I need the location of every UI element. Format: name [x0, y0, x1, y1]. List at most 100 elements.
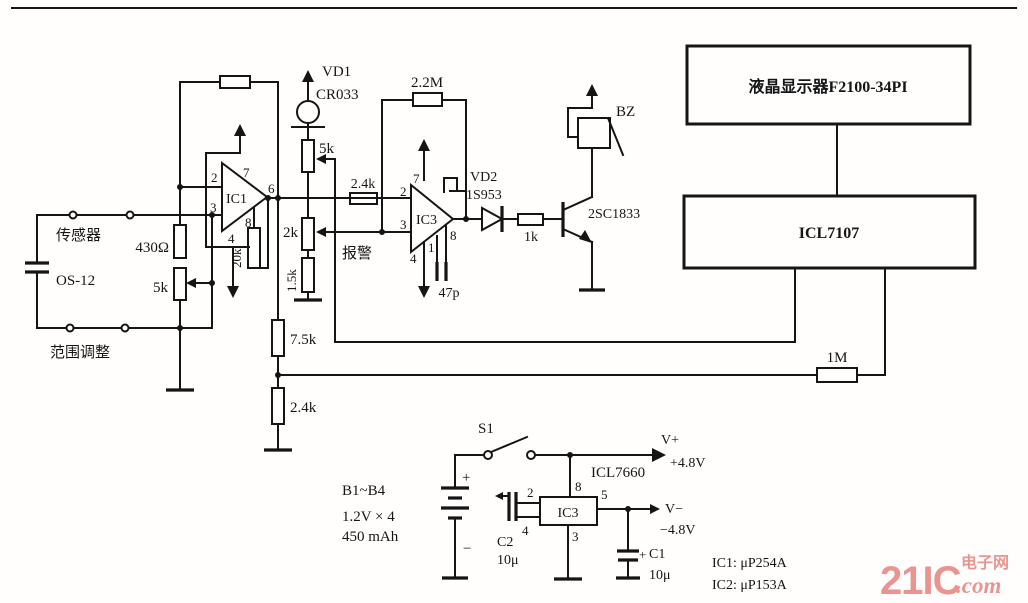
ic1-pin3: 3 [210, 200, 217, 215]
resistor-5k-set-label: 5k [319, 141, 335, 157]
resistor-1k5 [301, 257, 315, 293]
sensor-model-label: OS-12 [56, 273, 95, 289]
resistor-2k4-in-label: 2.4k [351, 177, 376, 192]
vminus-arrow-icon [418, 286, 430, 298]
charge-pump-label: ICL7660 [591, 465, 645, 481]
vminus-label: V− [665, 502, 683, 517]
diode-vd2 [481, 206, 505, 232]
resistor-1k5-label: 1.5k [284, 269, 299, 292]
ic1-feedback [177, 75, 279, 199]
resistor-20k-label: 20k [229, 248, 244, 268]
watermark-com-text: .com [956, 573, 1001, 598]
lcd-block [685, 44, 972, 126]
resistor-2k4-in [349, 192, 378, 205]
capacitor-47p-label: 47p [439, 286, 460, 301]
icl7660-pin3: 3 [572, 529, 579, 544]
watermark-dianziwang-text: 电子网 [961, 553, 1009, 572]
ic3-triangle [410, 182, 455, 255]
icl7660-ic-label: IC3 [558, 506, 579, 521]
diode-vd1 [296, 100, 320, 124]
battery-plus: + [462, 470, 470, 486]
ic1-pin4: 4 [228, 231, 235, 246]
buzzer-symbol [577, 117, 611, 149]
vd2-model-label: 1S953 [466, 188, 502, 203]
display-blocks: 液晶显示器F2100-34PI ICL7107 [682, 44, 977, 270]
battery-name-label: B1~B4 [342, 483, 386, 499]
vminus-arrow-icon [650, 504, 660, 514]
c1-label: C1 [649, 547, 665, 562]
output-divider: 7.5k 2.4k [264, 195, 317, 452]
vplus-label: V+ [661, 433, 679, 448]
icl7660-pin8: 8 [575, 479, 582, 494]
resistor-7k5-label: 7.5k [290, 332, 317, 348]
resistor-7k5 [271, 319, 285, 357]
alarm-label: 报警 [342, 245, 372, 262]
resistor-430 [173, 224, 187, 259]
resistor-2k-label: 2k [283, 225, 299, 241]
resistor-1k [517, 213, 544, 226]
potentiometer-2k [301, 217, 315, 251]
gain-network: 430Ω 5k [135, 81, 215, 392]
resistor-2k4-div [271, 387, 285, 425]
ic-notes: IC1: μP254A IC2: μP153A [712, 556, 788, 593]
vplus-arrow-icon [586, 84, 598, 96]
adc-block [682, 194, 977, 270]
potentiometer-5k-gain [173, 267, 187, 301]
resistor-1m-label: 1M [827, 350, 848, 366]
battery-voltage-label: 1.2V × 4 [342, 509, 395, 525]
alarm-drive: VD2 1S953 1k [466, 170, 564, 245]
icl7660-pin4: 4 [522, 523, 529, 538]
battery-capacity-label: 450 mAh [342, 529, 399, 545]
resistor-430-label: 430Ω [135, 240, 169, 256]
adc-block-label: ICL7107 [799, 225, 859, 242]
ic1-pin8: 8 [245, 215, 252, 230]
ic1-pin2: 2 [211, 170, 218, 185]
feedback-resistor [219, 75, 251, 89]
vminus-value: −4.8V [660, 523, 696, 538]
transistor-2sc1833: 2SC1833 [561, 147, 640, 292]
transistor-label: 2SC1833 [588, 207, 640, 222]
ic1-label: IC1 [226, 192, 247, 207]
buzzer-label: BZ [616, 104, 635, 120]
vplus-arrow-icon [234, 124, 246, 136]
ic3-pin8: 8 [450, 228, 457, 243]
vplus-value: +4.8V [670, 456, 706, 471]
potentiometer-5k-set [301, 139, 315, 173]
resistor-2m2-label: 2.2M [411, 75, 443, 91]
icl7660-pin5: 5 [601, 487, 608, 502]
sensor-terminal [65, 323, 75, 333]
c2-value: 10μ [497, 553, 519, 568]
c2-label: C2 [497, 535, 513, 550]
vplus-arrow-icon [652, 448, 666, 462]
comparator-section: 2.4k IC3 2 7 3 4 1 8 报警 2.2M 4 [323, 75, 483, 301]
sensor-terminal [120, 323, 130, 333]
vplus-arrow-icon [302, 70, 314, 82]
vminus-arrow-icon [227, 286, 239, 298]
ic-note-2: IC2: μP153A [712, 578, 788, 593]
vd2-label: VD2 [470, 170, 497, 185]
ic3-label: IC3 [416, 213, 437, 228]
vd1-reference-chain: VD1 CR033 5k 2k 1.5k [283, 64, 359, 302]
resistor-2k4-div-label: 2.4k [290, 400, 317, 416]
sensor-label: 传感器 [56, 227, 101, 244]
ic3-pin4: 4 [410, 251, 417, 266]
range-adjust-label: 范围调整 [50, 344, 110, 361]
sensor-terminal [125, 210, 135, 220]
resistor-1m [816, 367, 858, 383]
switch-contact [483, 450, 493, 460]
resistor-2m2 [412, 92, 443, 107]
power-supply: + − B1~B4 1.2V × 4 450 mAh S1 V+ +4.8V I… [342, 421, 706, 583]
watermark-21ic-text: 21IC [880, 559, 961, 603]
ic1-opamp: IC1 2 7 3 6 4 8 20k [205, 124, 275, 298]
ic3-pin1: 1 [428, 240, 435, 255]
ic1-pin7: 7 [243, 165, 250, 180]
sense-line-to-adc [334, 158, 796, 343]
resistor-1k-label: 1k [524, 230, 538, 245]
switch-contact [526, 450, 536, 460]
lcd-block-label: 液晶显示器F2100-34PI [748, 77, 907, 96]
switch-label: S1 [478, 421, 494, 437]
vplus-arrow-icon [418, 139, 430, 151]
sensor-section: 传感器 OS-12 范围调整 [25, 210, 223, 361]
